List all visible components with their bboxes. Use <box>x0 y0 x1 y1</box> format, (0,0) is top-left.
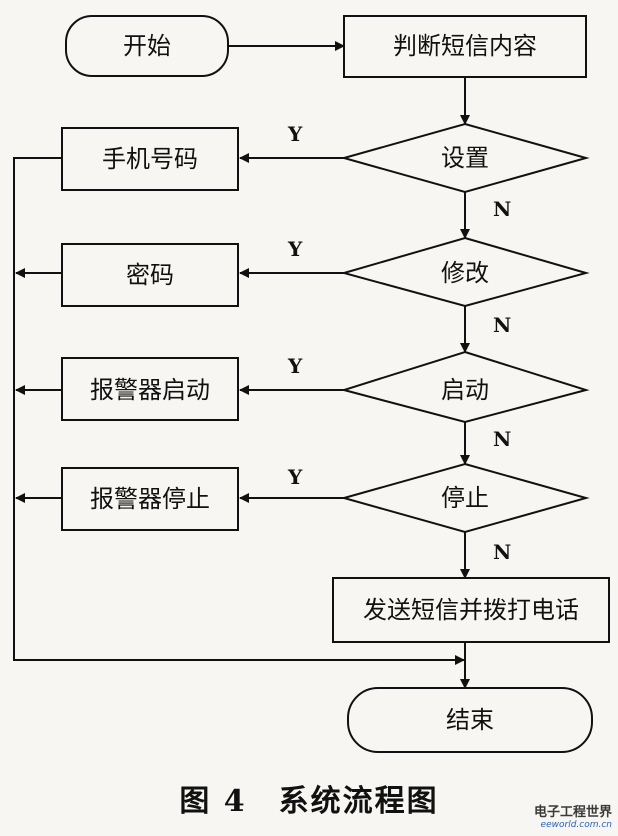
yes-label-stop: Y <box>287 465 303 489</box>
judge-label: 判断短信内容 <box>393 32 537 60</box>
alarm-stop-label: 报警器停止 <box>90 485 210 513</box>
start-label: 开始 <box>123 32 171 60</box>
decision-modify-label: 修改 <box>441 259 489 287</box>
decision-start <box>340 350 590 424</box>
decision-modify <box>340 236 590 308</box>
yes-label-start: Y <box>287 354 303 378</box>
figure-caption: 图 4 系统流程图 <box>179 784 439 819</box>
alarm-stop-box <box>61 467 239 531</box>
watermark: 电子工程世界 eeworld.com.cn <box>534 801 612 830</box>
judge-box <box>343 15 587 78</box>
send-label: 发送短信并拨打电话 <box>363 596 579 624</box>
connectors <box>13 41 470 689</box>
no-label-set: N <box>493 197 511 221</box>
yes-label-set: Y <box>287 122 303 146</box>
watermark-main: 电子工程世界 <box>533 805 612 820</box>
end-label: 结束 <box>446 706 494 734</box>
return-line <box>13 157 465 665</box>
alarm-start-label: 报警器启动 <box>90 376 210 404</box>
password-label: 密码 <box>126 261 174 289</box>
decision-set <box>340 122 590 194</box>
decision-stop <box>340 462 590 534</box>
phone-box <box>61 127 239 191</box>
send-box <box>332 577 610 643</box>
decision-stop-label: 停止 <box>441 484 489 512</box>
decision-start-label: 启动 <box>441 376 489 404</box>
no-label-stop: N <box>493 540 511 564</box>
decision-set-label: 设置 <box>441 144 489 172</box>
yes-label-modify: Y <box>287 237 303 261</box>
no-label-modify: N <box>493 313 511 337</box>
watermark-site: eeworld.com.cn <box>540 820 612 830</box>
password-box <box>61 243 239 307</box>
start-terminal <box>65 15 229 77</box>
alarm-start-box <box>61 357 239 421</box>
phone-label: 手机号码 <box>102 145 198 173</box>
end-terminal <box>347 687 593 753</box>
no-label-start: N <box>493 427 511 451</box>
